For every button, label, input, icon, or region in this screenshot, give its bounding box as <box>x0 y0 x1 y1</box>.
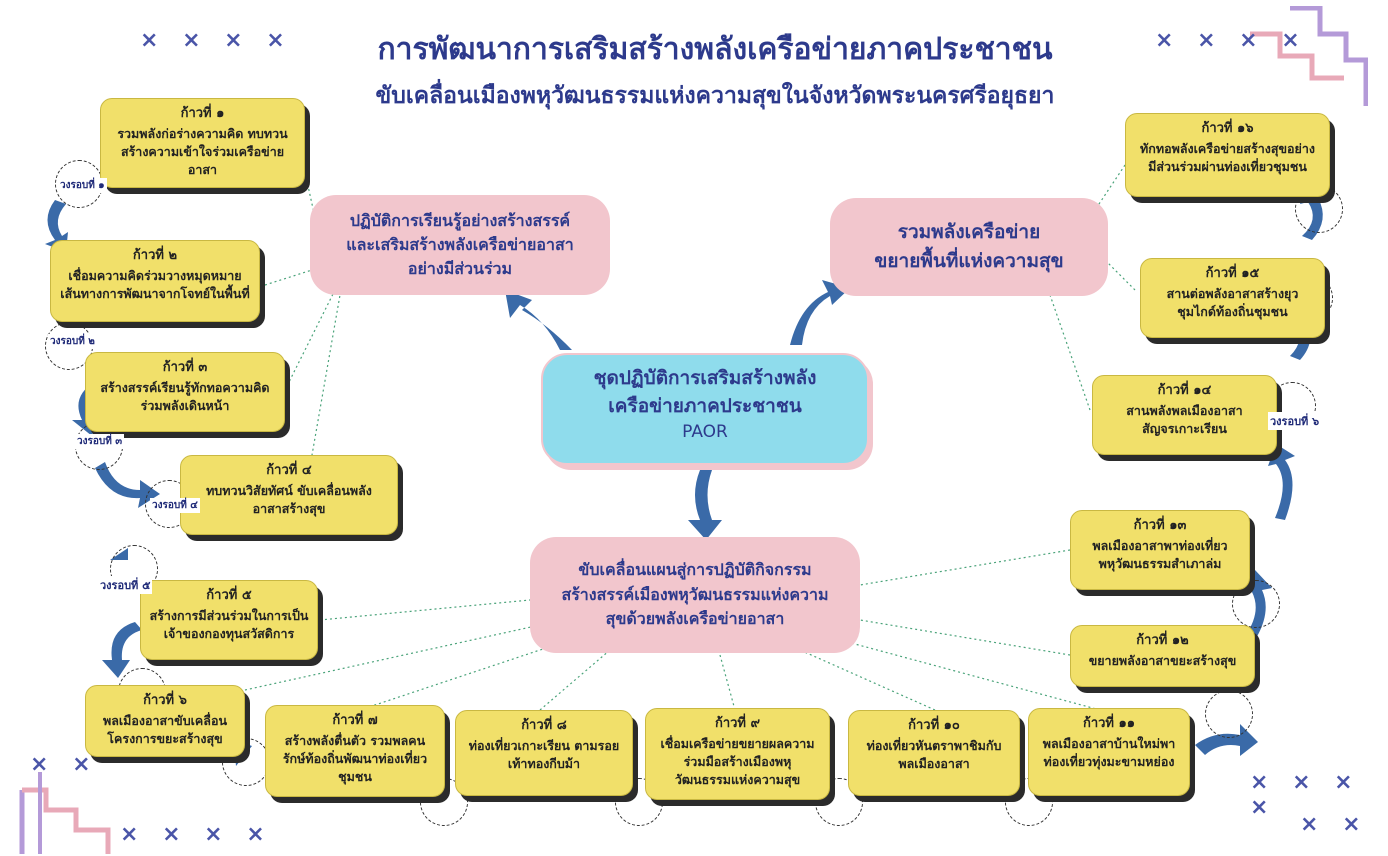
center-title: ชุดปฏิบัติการเสริมสร้างพลัง เครือข่ายภาค… <box>593 367 817 417</box>
cycle-loop-11 <box>1205 690 1253 738</box>
step-2-title: ก้าวที่ ๒ <box>132 248 178 263</box>
step-11-body: พลเมืองอาสาบ้านใหม่พา ท่องเที่ยวทุ่งมะขา… <box>1042 735 1176 769</box>
step-1-title: ก้าวที่ ๑ <box>180 106 225 121</box>
step-6: ก้าวที่ ๖ พลเมืองอาสาขับเคลื่อน โครงการข… <box>85 685 245 757</box>
step-2-body: เชื่อมความคิดร่วมวางหมุดหมาย เส้นทางการพ… <box>60 267 250 301</box>
round-label-2: วงรอบที่ ๒ <box>48 334 97 349</box>
hub-bottom: ขับเคลื่อนแผนสู่การปฏิบัติกิจกรรม สร้างส… <box>530 537 860 653</box>
center-node: ชุดปฏิบัติการเสริมสร้างพลัง เครือข่ายภาค… <box>541 353 869 465</box>
round-label-3: วงรอบที่ ๓ <box>75 434 125 449</box>
step-7-body: สร้างพลังตื่นตัว รวมพลคน รักษ์ท้องถิ่นพั… <box>282 732 428 785</box>
step-10-body: ท่องเที่ยวหันตราพาชิมกับ พลเมืองอาสา <box>866 737 1002 771</box>
step-4-title: ก้าวที่ ๔ <box>266 463 312 478</box>
step-1: ก้าวที่ ๑ รวมพลังก่อร่างความคิด ทบทวน สร… <box>100 98 305 188</box>
step-6-title: ก้าวที่ ๖ <box>143 693 187 708</box>
step-8-title: ก้าวที่ ๘ <box>521 718 567 733</box>
step-16: ก้าวที่ ๑๖ ทักทอพลังเครือข่ายสร้างสุขอย่… <box>1125 113 1330 197</box>
x-marks-bottom-left: × × × × <box>120 822 273 847</box>
step-16-body: ทักทอพลังเครือข่ายสร้างสุขอย่าง มีส่วนร่… <box>1140 140 1315 174</box>
step-13: ก้าวที่ ๑๓ พลเมืองอาสาพาท่องเที่ยว พหุวั… <box>1070 510 1250 590</box>
x-marks-bottom-left-short: × × <box>30 752 99 777</box>
step-4: ก้าวที่ ๔ ทบทวนวิสัยทัศน์ ขับเคลื่อนพลัง… <box>180 455 398 535</box>
step-14-body: สานพลังพลเมืองอาสา สัญจรเกาะเรียน <box>1126 402 1243 436</box>
round-label-1: วงรอบที่ ๑ <box>58 178 107 193</box>
step-15: ก้าวที่ ๑๕ สานต่อพลังอาสาสร้างยุว ชุมไกด… <box>1140 258 1325 338</box>
step-11-title: ก้าวที่ ๑๑ <box>1082 716 1136 731</box>
step-6-body: พลเมืองอาสาขับเคลื่อน โครงการขยะสร้างสุข <box>102 712 228 746</box>
hub-right: รวมพลังเครือข่าย ขยายพื้นที่แห่งความสุข <box>830 198 1108 296</box>
step-12: ก้าวที่ ๑๒ ขยายพลังอาสาขยะสร้างสุข <box>1070 625 1255 687</box>
step-7-title: ก้าวที่ ๗ <box>332 713 378 728</box>
center-code: PAOR <box>682 422 728 443</box>
round-label-6: วงรอบที่ ๖ <box>1268 412 1322 430</box>
page-subtitle: ขับเคลื่อนเมืองพหุวัฒนธรรมแห่งความสุขในจ… <box>375 83 1055 109</box>
step-14: ก้าวที่ ๑๔ สานพลังพลเมืองอาสา สัญจรเกาะเ… <box>1092 375 1277 455</box>
step-7: ก้าวที่ ๗ สร้างพลังตื่นตัว รวมพลคน รักษ์… <box>265 705 445 797</box>
step-11: ก้าวที่ ๑๑ พลเมืองอาสาบ้านใหม่พา ท่องเที… <box>1028 708 1190 796</box>
step-15-body: สานต่อพลังอาสาสร้างยุว ชุมไกด์ท้องถิ่นชุ… <box>1166 285 1299 319</box>
step-8-body: ท่องเที่ยวเกาะเรียน ตามรอย เท้าทองกีบม้า <box>468 737 620 771</box>
cycle-loop-8 <box>615 778 663 826</box>
x-marks-bottom-right: × × × × <box>1250 770 1361 820</box>
x-marks-bottom-right-short: × × <box>1300 812 1369 837</box>
hub-left: ปฏิบัติการเรียนรู้อย่างสร้างสรรค์ และเสร… <box>310 195 610 295</box>
step-10: ก้าวที่ ๑๐ ท่องเที่ยวหันตราพาชิมกับ พลเม… <box>848 710 1020 796</box>
cycle-loop-9 <box>815 778 863 826</box>
step-9: ก้าวที่ ๙ เชื่อมเครือข่ายขยายผลความ ร่วม… <box>645 708 830 800</box>
step-10-title: ก้าวที่ ๑๐ <box>908 718 960 733</box>
step-5-body: สร้างการมีส่วนร่วมในการเป็น เจ้าของกองทุ… <box>149 607 309 641</box>
step-3-title: ก้าวที่ ๓ <box>162 360 208 375</box>
step-13-body: พลเมืองอาสาพาท่องเที่ยว พหุวัฒนธรรมสำเภา… <box>1092 537 1228 571</box>
corner-decoration-bottom-left <box>19 772 111 854</box>
corner-decoration-top-right <box>1250 6 1368 106</box>
step-15-title: ก้าวที่ ๑๕ <box>1205 266 1260 281</box>
step-4-body: ทบทวนวิสัยทัศน์ ขับเคลื่อนพลัง อาสาสร้าง… <box>206 482 372 516</box>
step-12-title: ก้าวที่ ๑๒ <box>1136 633 1189 648</box>
step-13-title: ก้าวที่ ๑๓ <box>1133 518 1187 533</box>
cycle-loop-12 <box>1232 580 1280 628</box>
x-marks-top-right: × × × × <box>1155 28 1308 53</box>
x-marks-top-left: × × × × <box>140 28 293 53</box>
step-9-title: ก้าวที่ ๙ <box>714 716 761 731</box>
step-5-title: ก้าวที่ ๕ <box>206 588 252 603</box>
step-2: ก้าวที่ ๒ เชื่อมความคิดร่วมวางหมุดหมาย เ… <box>50 240 260 322</box>
step-9-body: เชื่อมเครือข่ายขยายผลความ ร่วมมือสร้างเม… <box>660 735 815 788</box>
step-1-body: รวมพลังก่อร่างความคิด ทบทวน สร้างความเข้… <box>117 125 288 178</box>
step-12-body: ขยายพลังอาสาขยะสร้างสุข <box>1088 652 1237 668</box>
round-label-5: วงรอบที่ ๕ <box>98 576 153 594</box>
step-3-body: สร้างสรรค์เรียนรู้ทักทอความคิด ร่วมพลังเ… <box>100 379 270 413</box>
step-3: ก้าวที่ ๓ สร้างสรรค์เรียนรู้ทักทอความคิด… <box>85 352 285 432</box>
step-5: ก้าวที่ ๕ สร้างการมีส่วนร่วมในการเป็น เจ… <box>140 580 318 660</box>
step-16-title: ก้าวที่ ๑๖ <box>1201 121 1254 136</box>
step-8: ก้าวที่ ๘ ท่องเที่ยวเกาะเรียน ตามรอย เท้… <box>455 710 633 796</box>
round-label-4: วงรอบที่ ๔ <box>150 498 200 513</box>
step-14-title: ก้าวที่ ๑๔ <box>1157 383 1212 398</box>
page-title: การพัฒนาการเสริมสร้างพลังเครือข่ายภาคประ… <box>377 32 1053 67</box>
